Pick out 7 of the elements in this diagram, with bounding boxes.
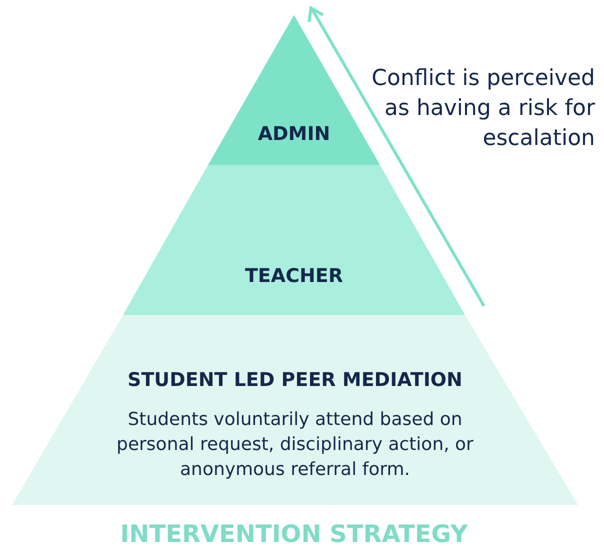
tier-title: TEACHER: [244, 265, 344, 287]
tier-title: ADMIN: [256, 123, 332, 145]
caption: INTERVENTION STRATEGY: [119, 520, 469, 548]
annotation-text: Conflict is perceived as having a risk for escalation: [370, 65, 595, 153]
tier-title: STUDENT LED PEER MEDIATION: [126, 369, 464, 391]
tier-description: Students voluntarily attend based on personal request, disciplinary action, or anonymous referral form.: [116, 408, 474, 482]
pyramid-tier: [12, 315, 578, 505]
